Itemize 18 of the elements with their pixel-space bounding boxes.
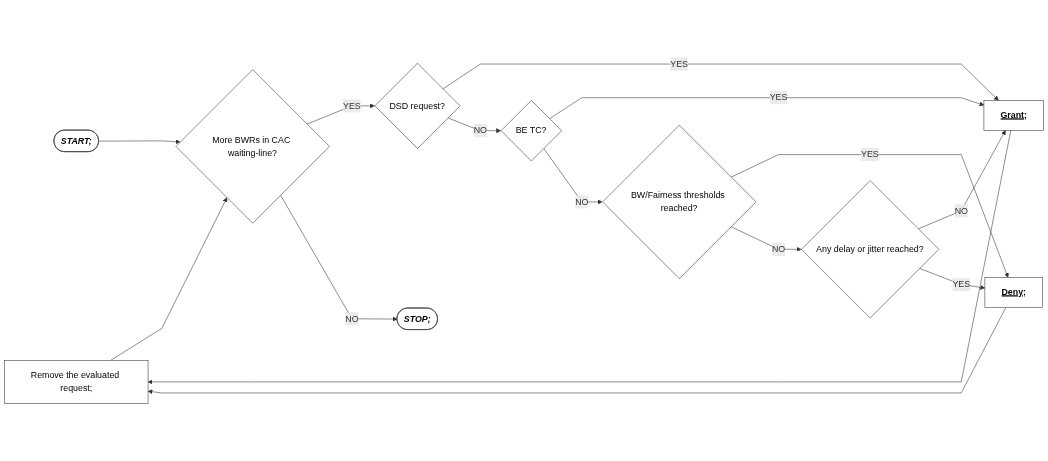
edge-label: YES	[670, 59, 688, 69]
edge-label: NO	[771, 244, 786, 254]
node-diamond: BE TC?	[500, 100, 562, 162]
node-box: Remove the evaluated request;	[4, 360, 149, 404]
edge-label: YES	[343, 100, 361, 111]
edge-label: NO	[473, 125, 487, 136]
node-box: Grant;	[983, 100, 1044, 131]
edge-label: YES	[769, 92, 788, 103]
edge-label: NO	[575, 197, 589, 207]
edge-label: YES	[861, 149, 879, 160]
edge-label: YES	[952, 279, 971, 289]
node-diamond: DSD request?	[374, 62, 461, 149]
node-diamond: Any delay or jitter reached?	[801, 180, 940, 319]
edge-label: NO	[954, 205, 968, 216]
node-box: Deny;	[984, 277, 1043, 308]
edge-label: NO	[345, 313, 359, 324]
node-diamond: More BWRs in CAC waiting-line?	[175, 69, 330, 224]
node-diamond: BW/Fairness thresholds reached?	[602, 124, 757, 280]
